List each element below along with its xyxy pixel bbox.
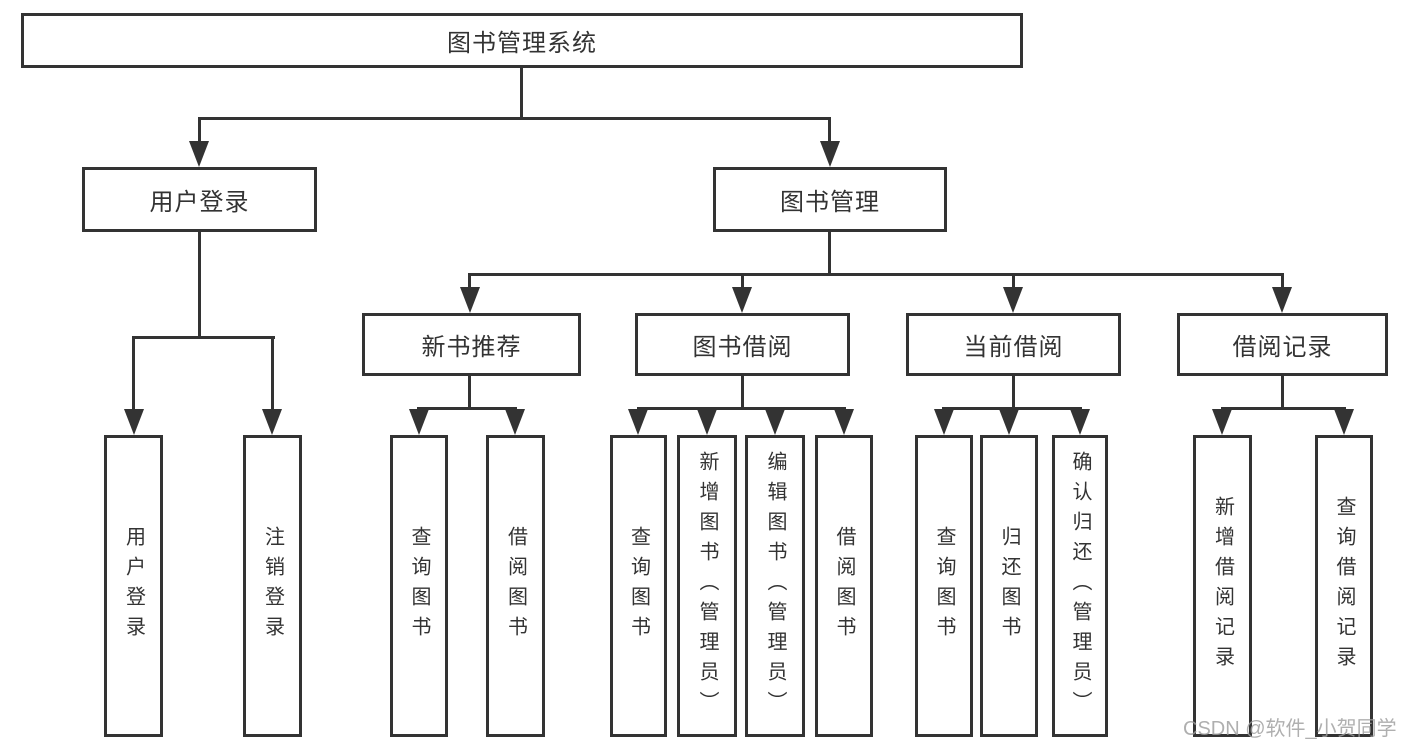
node-user-login: 用户登录 [82, 167, 317, 232]
node-new-book-recommend-label: 新书推荐 [421, 334, 522, 361]
arrow-to-book-mgmt [820, 141, 840, 167]
leaf-borrow-book: 借阅图书 [815, 435, 873, 737]
leaf-query-book-borrow-label: 查询图书 [627, 526, 650, 646]
connector-user-login-split [132, 336, 275, 339]
leaf-user-login-label: 用户登录 [122, 526, 145, 646]
connector-borrow-records-split [1221, 407, 1346, 410]
connector-current-borrow-split [942, 407, 1082, 410]
arrow-to-leaf-edit-book [765, 409, 785, 435]
leaf-edit-book-admin: 编辑图书（管理员） [745, 435, 805, 737]
arrow-to-leaf-query-record [1334, 409, 1354, 435]
arrow-to-leaf-query-book-1 [409, 409, 429, 435]
arrow-to-leaf-borrow-book-2 [834, 409, 854, 435]
arrow-to-book-borrow [732, 287, 752, 313]
connector-leaf-user-login-line [132, 336, 135, 414]
connector-root-split [198, 117, 831, 120]
leaf-add-borrow-record: 新增借阅记录 [1193, 435, 1252, 737]
arrow-to-borrow-records [1272, 287, 1292, 313]
leaf-query-book-current: 查询图书 [915, 435, 973, 737]
leaf-borrow-book-recommend: 借阅图书 [486, 435, 545, 737]
arrow-to-leaf-add-record [1212, 409, 1232, 435]
node-library-system-label: 图书管理系统 [447, 30, 597, 57]
node-borrow-records-label: 借阅记录 [1232, 334, 1333, 361]
arrow-to-current-borrow [1003, 287, 1023, 313]
arrow-to-leaf-add-book [697, 409, 717, 435]
leaf-query-borrow-record: 查询借阅记录 [1315, 435, 1373, 737]
node-book-borrow-label: 图书借阅 [692, 334, 793, 361]
leaf-query-book-recommend: 查询图书 [390, 435, 448, 737]
connector-leaf-logout-line [271, 336, 274, 414]
connector-new-book-stub [468, 273, 471, 293]
leaf-user-login: 用户登录 [104, 435, 163, 737]
connector-book-borrow-split [637, 407, 846, 410]
csdn-watermark: CSDN @软件_小贺同学 [1183, 718, 1397, 740]
connector-level3-split [468, 273, 1284, 276]
leaf-borrow-book-label: 借阅图书 [833, 526, 855, 646]
leaf-query-book-recommend-label: 查询图书 [408, 526, 430, 646]
leaf-borrow-book-recommend-label: 借阅图书 [504, 526, 527, 646]
arrow-to-leaf-confirm-return [1070, 409, 1090, 435]
connector-borrow-records-stub [1281, 273, 1284, 293]
arrow-to-user-login [189, 141, 209, 167]
node-book-management-label: 图书管理 [780, 189, 880, 216]
arrow-to-leaf-borrow-book-1 [505, 409, 525, 435]
leaf-query-borrow-record-label: 查询借阅记录 [1333, 496, 1355, 676]
arrow-to-leaf-query-book-2 [628, 409, 648, 435]
arrow-to-leaf-query-book-3 [934, 409, 954, 435]
connector-current-borrow-drop [1012, 375, 1015, 409]
node-current-borrow-label: 当前借阅 [963, 334, 1064, 361]
leaf-return-book: 归还图书 [980, 435, 1038, 737]
leaf-return-book-label: 归还图书 [998, 526, 1020, 646]
arrow-to-leaf-return-book [999, 409, 1019, 435]
connector-user-login-drop [198, 231, 201, 338]
leaf-query-book-current-label: 查询图书 [933, 526, 955, 646]
connector-new-book-split [417, 407, 517, 410]
arrow-to-new-book [460, 287, 480, 313]
connector-book-mgmt-drop [828, 231, 831, 275]
connector-book-borrow-stub [741, 273, 744, 293]
connector-root-drop [520, 66, 523, 119]
arrow-to-leaf-logout [262, 409, 282, 435]
connector-user-login-stub [198, 117, 201, 147]
leaf-confirm-return-admin: 确认归还（管理员） [1052, 435, 1108, 737]
connector-new-book-drop [468, 375, 471, 409]
connector-borrow-records-drop [1281, 375, 1284, 409]
node-user-login-label: 用户登录 [149, 189, 250, 216]
node-book-management: 图书管理 [713, 167, 947, 232]
arrow-to-leaf-user-login [124, 409, 144, 435]
node-current-borrow: 当前借阅 [906, 313, 1121, 376]
leaf-logout: 注销登录 [243, 435, 302, 737]
leaf-confirm-return-admin-label: 确认归还（管理员） [1069, 451, 1091, 721]
connector-book-mgmt-stub [828, 117, 831, 147]
node-new-book-recommend: 新书推荐 [362, 313, 581, 376]
leaf-logout-label: 注销登录 [261, 526, 284, 646]
leaf-add-book-admin-label: 新增图书（管理员） [696, 451, 718, 721]
leaf-add-book-admin: 新增图书（管理员） [677, 435, 737, 737]
node-book-borrow: 图书借阅 [635, 313, 850, 376]
leaf-edit-book-admin-label: 编辑图书（管理员） [764, 451, 786, 721]
connector-book-borrow-drop [741, 375, 744, 409]
node-library-system: 图书管理系统 [21, 13, 1023, 68]
leaf-query-book-borrow: 查询图书 [610, 435, 667, 737]
node-borrow-records: 借阅记录 [1177, 313, 1388, 376]
connector-current-borrow-stub [1012, 273, 1015, 293]
leaf-add-borrow-record-label: 新增借阅记录 [1211, 496, 1234, 676]
